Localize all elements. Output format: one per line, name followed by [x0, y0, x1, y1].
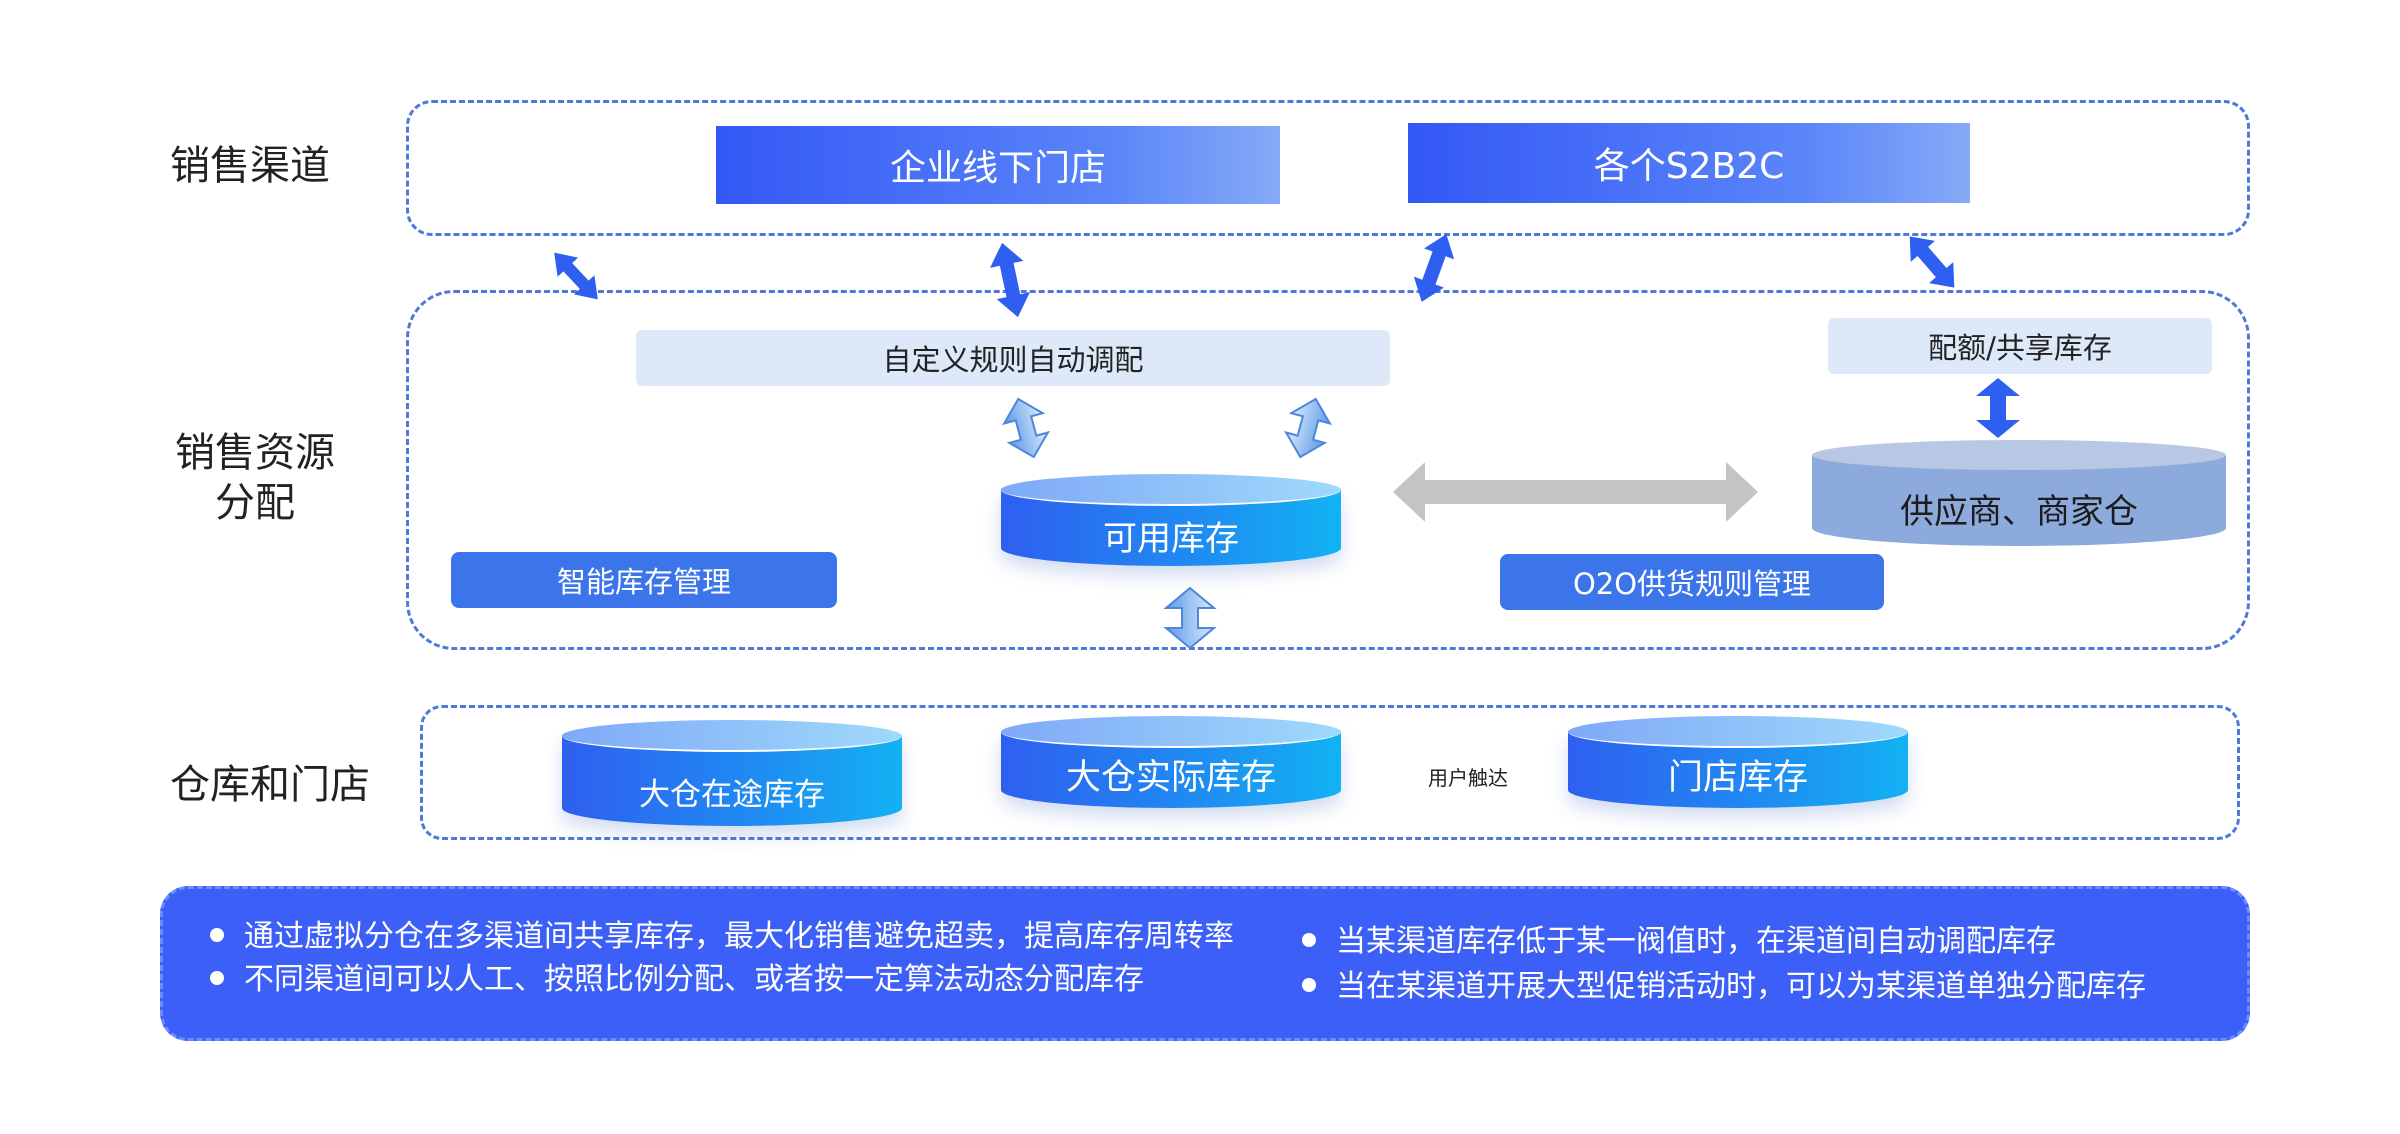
supplier-warehouse-label: 供应商、商家仓 — [1900, 491, 2138, 532]
channel-s2b2c[interactable]: 各个S2B2C — [1408, 123, 1970, 203]
actual-stock-label: 大仓实际库存 — [1065, 757, 1276, 798]
double-arrow-icon — [1976, 378, 2020, 438]
quota-share-bar: 配额/共享库存 — [1828, 318, 2212, 374]
warehouse-group — [420, 705, 2240, 840]
resource-allocation-group — [406, 290, 2250, 650]
double-arrow-icon — [554, 252, 598, 300]
channel-offline-store[interactable]: 企业线下门店 — [716, 126, 1280, 204]
row-label-sales-channel: 销售渠道 — [170, 143, 330, 189]
sales-channel-group — [406, 100, 2250, 236]
store-stock-label: 门店库存 — [1667, 757, 1808, 798]
double-arrow-icon — [1393, 462, 1758, 522]
supplier-warehouse-cylinder: 供应商、商家仓 — [1812, 440, 2226, 546]
available-stock-label: 可用库存 — [1103, 518, 1239, 559]
smart-inventory-button[interactable]: 智能库存管理 — [451, 552, 837, 608]
bullet-dot-icon — [210, 970, 224, 985]
o2o-rules-button[interactable]: O2O供货规则管理 — [1500, 554, 1884, 610]
double-arrow-icon — [990, 242, 1030, 318]
bullet-dot-icon — [210, 927, 224, 942]
in-transit-cylinder: 大仓在途库存 — [562, 720, 902, 826]
bullet-dot-icon — [1302, 932, 1316, 947]
available-stock-cylinder: 可用库存 — [1001, 474, 1341, 566]
in-transit-label: 大仓在途库存 — [639, 776, 825, 813]
bullet-item: 不同渠道间可以人工、按照比例分配、或者按一定算法动态分配库存 — [210, 960, 1144, 1000]
bullet-item: 当在某渠道开展大型促销活动时，可以为某渠道单独分配库存 — [1302, 967, 2146, 1007]
summary-panel — [160, 886, 2250, 1041]
double-arrow-icon — [1284, 397, 1332, 459]
double-arrow-icon — [1909, 236, 1955, 288]
row-label-warehouse-store: 仓库和门店 — [170, 762, 370, 808]
row-label-resource-line2: 分配 — [215, 480, 295, 526]
row-label-resource-allocation: 销售资源 分配 — [170, 428, 340, 528]
double-arrow-icon — [1163, 586, 1217, 650]
bullet-item: 当某渠道库存低于某一阀值时，在渠道间自动调配库存 — [1302, 922, 2056, 962]
custom-rule-bar: 自定义规则自动调配 — [636, 330, 1390, 386]
bullet-item: 通过虚拟分仓在多渠道间共享库存，最大化销售避免超卖，提高库存周转率 — [210, 917, 1234, 957]
user-reach-label: 用户触达 — [1428, 766, 1508, 790]
store-stock-cylinder: 门店库存 — [1568, 716, 1908, 808]
row-label-resource-line1: 销售资源 — [175, 430, 335, 476]
double-arrow-icon — [1002, 397, 1050, 459]
bullet-dot-icon — [1302, 977, 1316, 992]
double-arrow-icon — [1413, 234, 1455, 302]
actual-stock-cylinder: 大仓实际库存 — [1001, 716, 1341, 808]
